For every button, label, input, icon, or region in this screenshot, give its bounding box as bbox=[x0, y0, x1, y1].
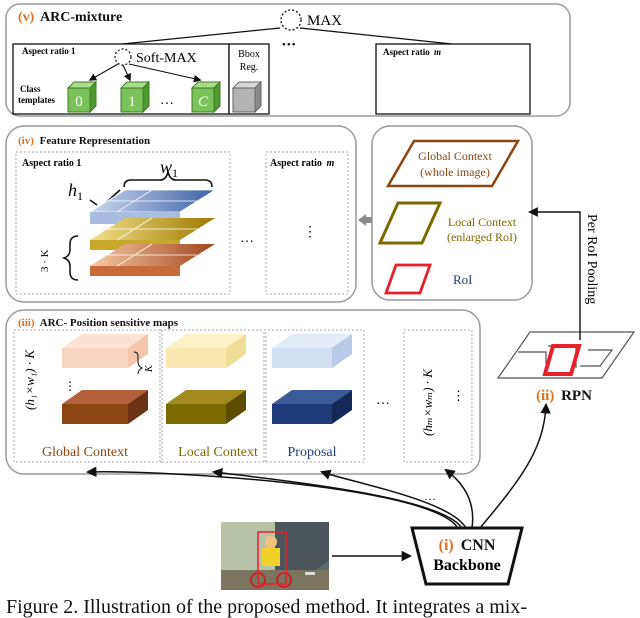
roi-shape bbox=[384, 263, 432, 295]
psm-right-axis: (hₘ×wₘ) · K bbox=[420, 368, 435, 436]
svg-text:(iii) ARC- Position sens: (iii) ARC- Position sensitive maps bbox=[18, 317, 179, 329]
class-templates-label-2: templates bbox=[18, 95, 55, 105]
cube-label: 1 bbox=[128, 94, 136, 110]
backbone-l2: Backbone bbox=[433, 557, 501, 574]
psm-local-label: Local Context bbox=[178, 445, 258, 460]
max-label: MAX bbox=[307, 13, 342, 29]
per-roi-pooling-label: Per RoI Pooling bbox=[584, 214, 599, 304]
backbone-to-aspectm-arrow bbox=[444, 468, 474, 529]
class-cube-c: C bbox=[190, 80, 222, 114]
backbone-dots: … bbox=[424, 489, 436, 503]
arc-mixture-title: ARC-mixture bbox=[40, 10, 122, 25]
psm-proposal-top bbox=[272, 334, 352, 368]
svg-text:(ii) RPN: (ii) RPN bbox=[536, 388, 592, 404]
backbone-l1: CNN bbox=[461, 537, 496, 554]
backbone-to-proposal-arrow bbox=[320, 469, 467, 529]
aspectm-var: m bbox=[434, 47, 441, 57]
global-context-shape bbox=[385, 139, 521, 188]
cnn-backbone: (i) CNN Backbone … bbox=[410, 489, 524, 586]
svg-text:(i) CNN: (i) CNN bbox=[439, 537, 496, 554]
feature-aspect1-label: Aspect ratio 1 bbox=[22, 158, 81, 169]
psm-local-top bbox=[166, 334, 246, 368]
class-cube-0: 0 bbox=[66, 80, 98, 114]
psm-num: (iii) bbox=[18, 317, 35, 329]
pooling-to-feature-arrow bbox=[358, 214, 374, 226]
feature-dots-v: ⋮ bbox=[303, 225, 317, 240]
feature-num: (iv) bbox=[18, 135, 34, 147]
local-l2: (enlarged RoI) bbox=[447, 230, 517, 244]
bbox-cube bbox=[231, 80, 263, 114]
input-image bbox=[221, 522, 329, 590]
max-node-icon bbox=[280, 9, 302, 31]
aspect1-label: Aspect ratio 1 bbox=[22, 46, 76, 56]
rpn-block: (ii) RPN bbox=[496, 331, 636, 404]
backbone-to-local-arrow bbox=[211, 467, 463, 529]
rpn-roi-box bbox=[542, 344, 582, 376]
aspectm-label: Aspect ratio bbox=[383, 47, 430, 57]
feature-aspectm-box bbox=[265, 151, 349, 295]
feature-aspectm-label: Aspect ratio bbox=[270, 158, 322, 169]
cube-dots: … bbox=[160, 93, 174, 108]
arc-mixture-panel: (v) ARC-mixture MAX ••• Aspect ratio 1 S… bbox=[5, 3, 571, 117]
psm-panel: (iii) ARC- Position sensitive maps (h₁×w… bbox=[5, 309, 481, 475]
arc-mixture-num: (v) bbox=[18, 10, 35, 25]
psm-title: ARC- Position sensitive maps bbox=[40, 317, 179, 329]
svg-text:Aspect ratio m: Aspect ratio m bbox=[270, 158, 334, 169]
psm-left-axis: (h₁×w₁) · K bbox=[22, 349, 37, 410]
h-label: h1 bbox=[68, 180, 83, 203]
psm-k-label: K bbox=[144, 364, 155, 373]
rpn-label: RPN bbox=[561, 388, 592, 404]
class-templates-label-1: Class bbox=[20, 84, 41, 94]
psm-dots-h: … bbox=[376, 393, 390, 408]
cube-label: 0 bbox=[75, 94, 83, 110]
psm-global-label: Global Context bbox=[42, 445, 128, 460]
roi-label: RoI bbox=[453, 272, 473, 287]
reg-label: Reg. bbox=[240, 62, 259, 73]
feature-aspectm-var: m bbox=[326, 158, 334, 169]
local-context-shape bbox=[377, 201, 443, 245]
psm-global-bottom bbox=[62, 390, 148, 424]
psm-local-bottom bbox=[166, 390, 246, 424]
per-roi-pooling-arrow bbox=[528, 207, 581, 340]
softmax-label: Soft-MAX bbox=[136, 51, 197, 66]
cube-label: C bbox=[198, 94, 209, 110]
feature-aspect1-box bbox=[15, 151, 231, 295]
svg-text:(v) ARC-mixture: (v) ARC-mixture bbox=[18, 10, 122, 25]
aspectm-box bbox=[375, 43, 531, 115]
psm-proposal-bottom bbox=[272, 390, 352, 424]
backbone-to-rpn-arrow bbox=[479, 402, 551, 529]
backbone-to-global-arrow bbox=[85, 466, 459, 529]
top-dots: ••• bbox=[282, 39, 297, 51]
psm-global-dots: ⋮ bbox=[64, 379, 76, 393]
svg-text:Aspect ratio m: Aspect ratio m bbox=[383, 47, 441, 57]
svg-text:(iv) Feature Representat: (iv) Feature Representation bbox=[18, 135, 150, 147]
class-cube-1: 1 bbox=[119, 80, 151, 114]
bbox-label: Bbox bbox=[238, 49, 260, 60]
global-l1: Global Context bbox=[418, 149, 492, 163]
backbone-num: (i) bbox=[439, 537, 454, 554]
feature-title: Feature Representation bbox=[40, 135, 151, 147]
psm-dots-v: ⋮ bbox=[452, 388, 465, 403]
psm-global-top bbox=[62, 334, 148, 368]
feature-dots-h: … bbox=[240, 231, 254, 246]
w-label: w1 bbox=[160, 157, 178, 180]
k-label: 3 · K bbox=[39, 249, 51, 272]
local-l1: Local Context bbox=[448, 215, 517, 229]
feature-slab-orange bbox=[90, 243, 215, 276]
context-panel: Global Context (whole image) Local Conte… bbox=[371, 125, 533, 301]
psm-proposal-label: Proposal bbox=[288, 445, 337, 460]
feature-representation-panel: (iv) Feature Representation Aspect ratio… bbox=[5, 125, 357, 303]
global-l2: (whole image) bbox=[420, 165, 490, 179]
figure-caption: Figure 2. Illustration of the proposed m… bbox=[6, 596, 527, 618]
rpn-num: (ii) bbox=[536, 388, 554, 404]
